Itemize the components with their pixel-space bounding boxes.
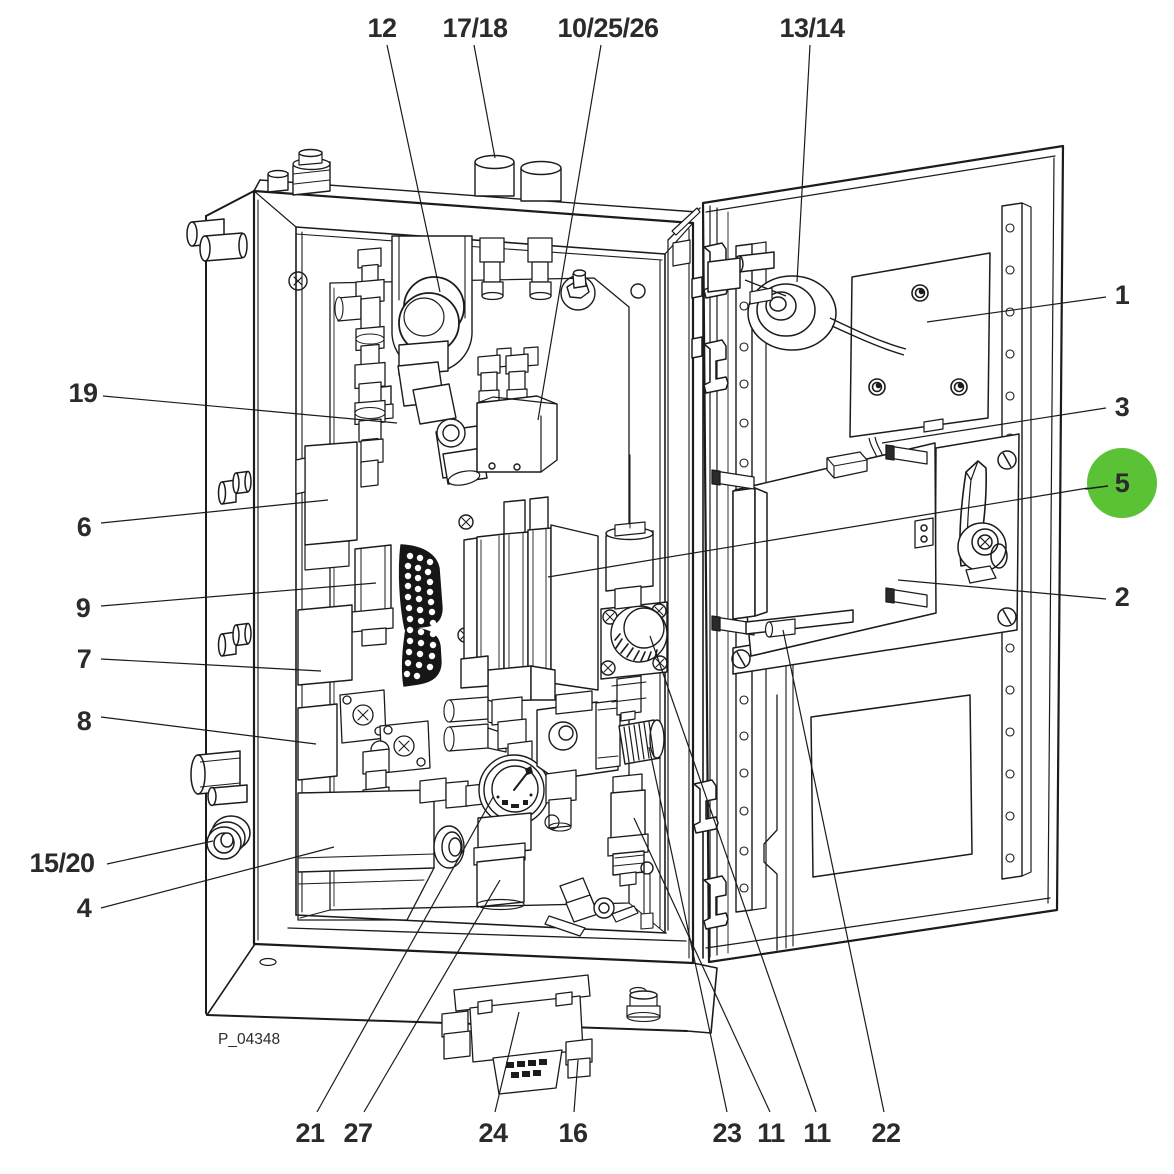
svg-text:12: 12 [367, 13, 396, 43]
svg-text:5: 5 [1115, 468, 1130, 498]
svg-text:23: 23 [712, 1118, 742, 1148]
svg-text:7: 7 [77, 644, 92, 674]
svg-text:17/18: 17/18 [442, 13, 508, 43]
svg-text:11: 11 [803, 1118, 831, 1148]
svg-text:6: 6 [77, 512, 92, 542]
svg-text:13/14: 13/14 [779, 13, 845, 43]
svg-text:15/20: 15/20 [29, 848, 94, 878]
svg-text:21: 21 [295, 1118, 325, 1148]
svg-text:16: 16 [558, 1118, 588, 1148]
svg-text:22: 22 [871, 1118, 900, 1148]
svg-text:27: 27 [343, 1118, 372, 1148]
svg-text:11: 11 [757, 1118, 785, 1148]
svg-text:9: 9 [76, 593, 91, 623]
svg-text:P_04348: P_04348 [218, 1031, 280, 1048]
svg-text:3: 3 [1115, 392, 1130, 422]
svg-text:8: 8 [77, 706, 92, 736]
svg-text:19: 19 [68, 378, 98, 408]
svg-text:1: 1 [1115, 280, 1130, 310]
svg-text:2: 2 [1115, 582, 1130, 612]
svg-text:4: 4 [77, 893, 92, 923]
svg-text:10/25/26: 10/25/26 [557, 13, 659, 43]
svg-text:24: 24 [478, 1118, 508, 1148]
